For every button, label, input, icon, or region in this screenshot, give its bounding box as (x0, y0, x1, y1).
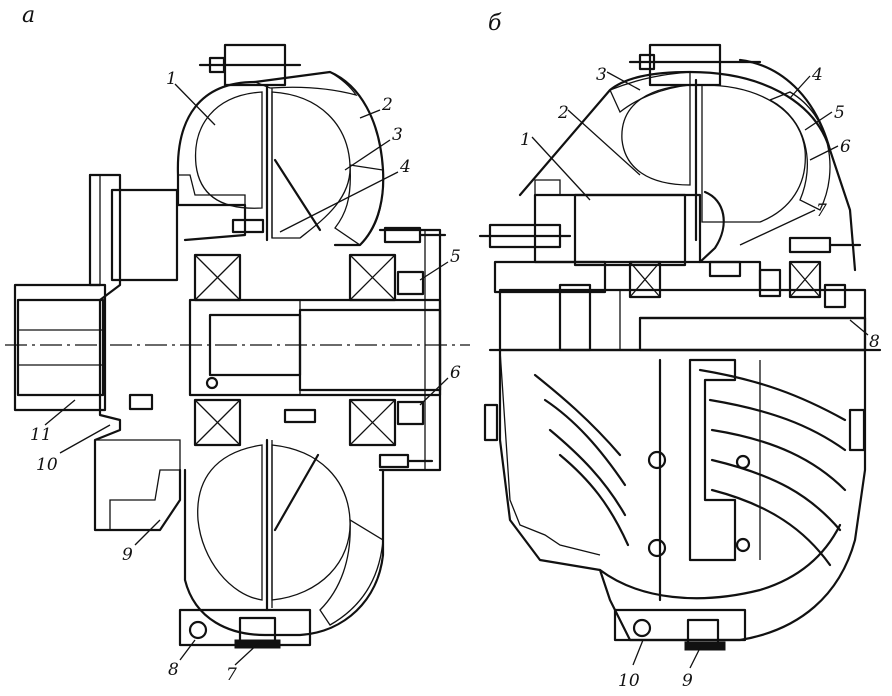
callout-a-3: 3 (392, 125, 403, 145)
leader-lines (44, 71, 869, 669)
callout-b-10: 10 (618, 671, 640, 691)
panel-b-labels: б 1 2 3 4 5 6 7 8 9 10 (488, 11, 880, 691)
callout-a-4: 4 (399, 157, 411, 177)
callout-b-7: 7 (816, 201, 827, 221)
callout-b-2: 2 (557, 103, 569, 123)
callout-a-2: 2 (381, 95, 393, 115)
callout-a-10: 10 (36, 455, 58, 475)
callout-b-1: 1 (520, 130, 531, 150)
callout-a-6: 6 (450, 363, 461, 383)
callout-a-11: 11 (30, 425, 52, 445)
callout-b-5: 5 (834, 103, 845, 123)
callout-b-4: 4 (811, 65, 823, 85)
callout-a-8: 8 (168, 660, 179, 680)
callout-b-9: 9 (682, 671, 693, 691)
callout-a-9: 9 (122, 545, 133, 565)
panel-b-drawing (478, 43, 882, 651)
callout-a-1: 1 (166, 69, 177, 89)
callout-b-6: 6 (840, 137, 851, 157)
callout-a-7: 7 (226, 665, 237, 685)
panel-a-drawing (5, 43, 470, 649)
panel-a-labels: а 1 2 3 4 5 6 7 8 9 10 11 (22, 3, 461, 685)
panel-b-letter: б (488, 11, 502, 36)
callout-a-5: 5 (450, 247, 461, 267)
panel-a-letter: а (22, 3, 35, 28)
callout-b-3: 3 (596, 65, 607, 85)
callout-b-8: 8 (869, 332, 880, 352)
